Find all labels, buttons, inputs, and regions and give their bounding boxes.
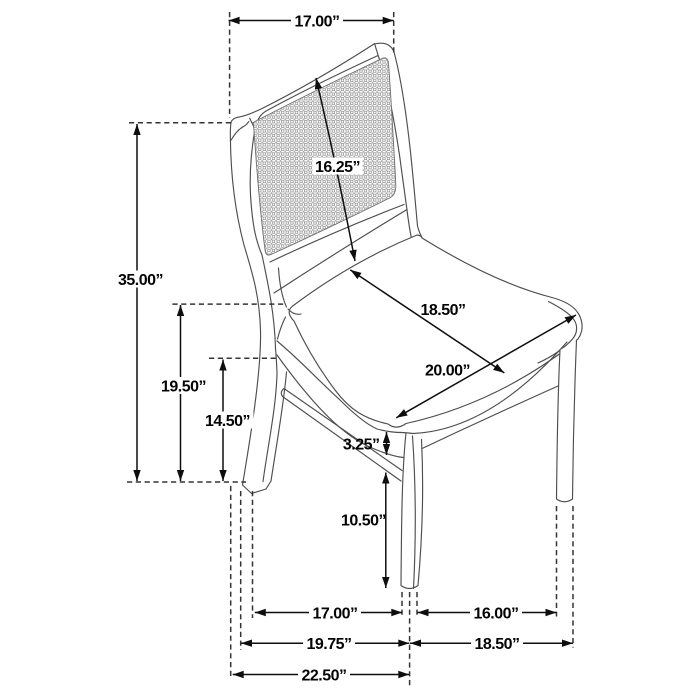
svg-text:17.00”: 17.00”	[294, 13, 339, 30]
svg-text:22.50”: 22.50”	[301, 667, 346, 684]
svg-text:10.50”: 10.50”	[341, 512, 386, 529]
svg-text:19.75”: 19.75”	[306, 636, 351, 653]
svg-text:19.50”: 19.50”	[161, 378, 206, 395]
svg-text:20.00”: 20.00”	[425, 362, 470, 379]
svg-text:3.25”: 3.25”	[343, 436, 380, 453]
svg-text:35.00”: 35.00”	[118, 272, 163, 289]
svg-text:16.00”: 16.00”	[473, 605, 518, 622]
svg-text:16.25”: 16.25”	[315, 159, 360, 176]
svg-text:14.50”: 14.50”	[205, 413, 250, 430]
svg-text:17.00”: 17.00”	[312, 605, 357, 622]
svg-text:18.50”: 18.50”	[420, 302, 465, 319]
svg-text:18.50”: 18.50”	[474, 636, 519, 653]
